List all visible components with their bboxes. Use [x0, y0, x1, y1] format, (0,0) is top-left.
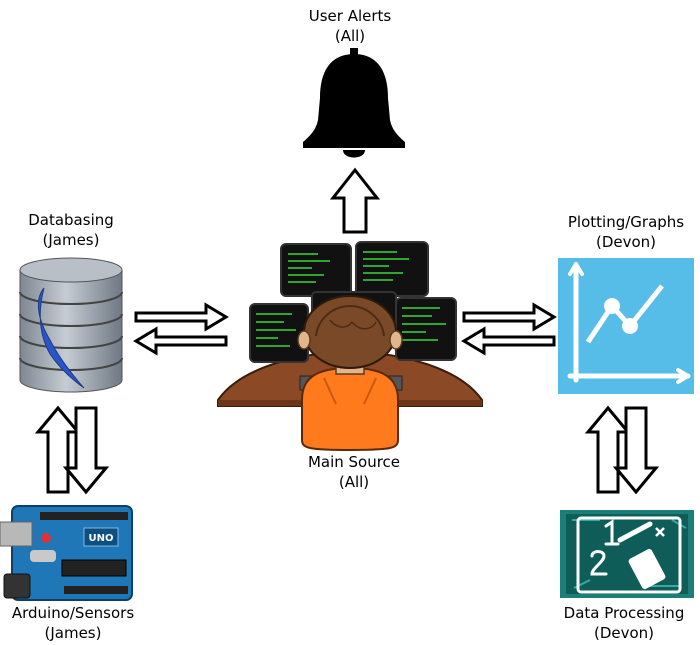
arduino-label: Arduino/Sensors (James) [2, 603, 144, 643]
arrow-main-to-alerts [329, 167, 381, 234]
monitor [249, 303, 309, 363]
arrow-plotting-to-main [461, 326, 556, 356]
database-icon [19, 257, 123, 393]
line-graph-icon [558, 258, 694, 394]
databasing-name: Databasing [28, 211, 114, 229]
main-source-label: Main Source (All) [294, 452, 414, 492]
data-processing-owner: (Devon) [593, 624, 655, 642]
user-alerts-name: User Alerts [308, 7, 392, 25]
plotting-label: Plotting/Graphs (Devon) [556, 212, 696, 252]
monitor [355, 241, 429, 297]
main-source-owner: (All) [338, 473, 370, 491]
monitor [280, 243, 352, 297]
data-processing-name: Data Processing [563, 604, 685, 622]
main-source-name: Main Source [307, 453, 401, 471]
plotting-name: Plotting/Graphs [567, 213, 685, 231]
user-alerts-owner: (All) [334, 27, 366, 45]
arduino-name: Arduino/Sensors [11, 604, 135, 622]
arrow-main-to-database [133, 326, 228, 356]
databasing-owner: (James) [42, 231, 100, 249]
arrow-main-to-plotting [462, 302, 557, 332]
data-processing-label: Data Processing (Devon) [552, 603, 696, 643]
arrow-arduino-to-database [34, 405, 82, 494]
arrow-processing-to-plotting [584, 405, 632, 494]
user-alerts-label: User Alerts (All) [300, 6, 400, 46]
arrow-database-to-main [134, 302, 229, 332]
arrow-plotting-to-processing [612, 406, 660, 495]
math-tools-icon [560, 510, 694, 598]
plotting-owner: (Devon) [595, 233, 657, 251]
databasing-label: Databasing (James) [16, 210, 126, 250]
monitor [395, 297, 457, 361]
arrow-database-to-arduino [62, 406, 110, 495]
programmer-at-monitors-icon [217, 241, 483, 452]
arduino-board-icon: UNO [0, 505, 133, 601]
bell-icon [303, 48, 405, 158]
board-brand-text: UNO [89, 533, 114, 544]
arduino-owner: (James) [44, 624, 102, 642]
